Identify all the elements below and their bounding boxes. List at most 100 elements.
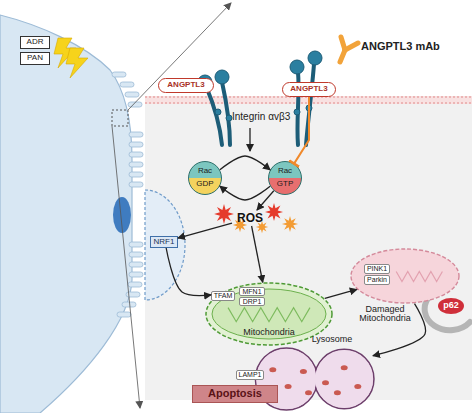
degraded-debris (269, 367, 276, 372)
degraded-debris (305, 390, 312, 395)
antibody-arm (345, 43, 358, 50)
pathway-arrow (220, 186, 270, 200)
antibody-label: ANGPTL3 mAb (361, 40, 440, 52)
foot-process (129, 252, 143, 257)
nucleus (145, 190, 185, 300)
inner-membrane (212, 289, 326, 339)
node-text: ADR (27, 38, 44, 46)
node-text: Parkin (367, 276, 387, 283)
integrin-subunit (206, 86, 222, 145)
foot-process (129, 132, 143, 137)
stimulus-box: PAN (20, 52, 50, 65)
lysosome-lumen (315, 350, 373, 408)
foot-process (120, 82, 134, 87)
node-text: TFAM (214, 292, 233, 299)
zoom-line (128, 3, 231, 110)
node-text: Lysosome (302, 335, 362, 344)
foot-process (129, 242, 143, 247)
protein-tag: LAMP1 (236, 370, 264, 380)
signal-arrow (249, 128, 250, 151)
degraded-debris (341, 365, 348, 370)
integrin-head (215, 70, 229, 84)
integrin-head (308, 51, 322, 65)
cristae (228, 308, 310, 322)
foot-process (129, 172, 143, 177)
stimulus-box: ADR (20, 36, 50, 49)
foot-process (129, 142, 143, 147)
foot-process (129, 262, 143, 267)
pathway-arrow (252, 226, 263, 282)
protein-tag: DRP1 (239, 297, 265, 306)
foot-process (126, 292, 140, 297)
integrin-subunit (222, 82, 230, 145)
node-text: Mitochondria (239, 328, 299, 337)
gtpase-circle: RacGTP (268, 161, 302, 195)
pathway-arrow (325, 289, 357, 298)
autophagosome-membrane (425, 296, 470, 330)
antibody (340, 37, 358, 62)
foot-process (122, 302, 136, 307)
degraded-debris (322, 380, 329, 385)
foot-process (129, 162, 143, 167)
zoom-panel (145, 104, 472, 400)
protein-tag: PINK1 (364, 264, 390, 274)
node-text: MFN1 (242, 288, 261, 295)
outer-membrane (351, 249, 459, 303)
node-text: ANGPTL3 (167, 81, 204, 89)
foot-process (129, 272, 143, 277)
ros-burst (282, 216, 298, 232)
integrin-bead (306, 105, 312, 111)
node-text: p62 (443, 301, 459, 310)
podocyte-body (0, 15, 132, 413)
ligand-pill: ANGPTL3 (158, 78, 214, 93)
degraded-debris (334, 390, 341, 395)
node-text: Apoptosis (208, 388, 262, 400)
outcome-box: Apoptosis (192, 385, 278, 403)
node-text: ROS (237, 212, 263, 225)
node-text: PINK1 (367, 265, 387, 272)
gtpase-circle: RacGDP (188, 161, 222, 195)
node-text: Damaged Mitochondria (354, 305, 416, 324)
foot-process (129, 152, 143, 157)
ros-node: ROS (232, 210, 268, 226)
lightning-bolt (66, 48, 88, 78)
zoom-box (112, 110, 128, 126)
node-text: DRP1 (243, 298, 262, 305)
protein-label: Integrin αvβ3 (232, 111, 290, 122)
node-text: PAN (27, 54, 43, 62)
protein-tag: TFAM (211, 291, 235, 301)
degraded-debris (354, 384, 361, 389)
node-text: LAMP1 (239, 371, 262, 378)
node-text: NRF1 (154, 238, 175, 246)
protein-tag: MFN1 (239, 287, 265, 296)
integrin (206, 64, 314, 145)
ligand-pill: ANGPTL3 (282, 82, 336, 97)
integrin-bead (294, 109, 300, 115)
integrin-bead (215, 109, 221, 115)
broken-cristae (396, 272, 442, 282)
foot-process (128, 282, 142, 287)
damaged-mitochondrion: Damaged MitochondriaPINK1Parkinp62 (350, 248, 460, 304)
node-text: ANGPTL3 (290, 85, 327, 93)
lysosome-membrane (314, 349, 374, 409)
node-text: Rac (198, 167, 212, 175)
ros-burst (265, 203, 283, 221)
degraded-debris (285, 384, 292, 389)
node-text: GTP (277, 180, 293, 188)
ros-burst (214, 204, 234, 224)
foot-process (129, 182, 143, 187)
p62-blob: p62 (438, 298, 464, 314)
pathway-arrow (257, 191, 274, 210)
pathway-arrow (178, 223, 232, 238)
foot-process (125, 92, 139, 97)
protein-tag: Parkin (364, 275, 390, 285)
node-text: GDP (196, 180, 213, 188)
zoom-line (112, 126, 140, 408)
pathway-arrow (220, 156, 270, 170)
inhibition-line (294, 97, 309, 164)
transcription-factor-box: NRF1 (150, 236, 178, 248)
degraded-debris (300, 369, 307, 374)
foot-process (112, 72, 126, 77)
